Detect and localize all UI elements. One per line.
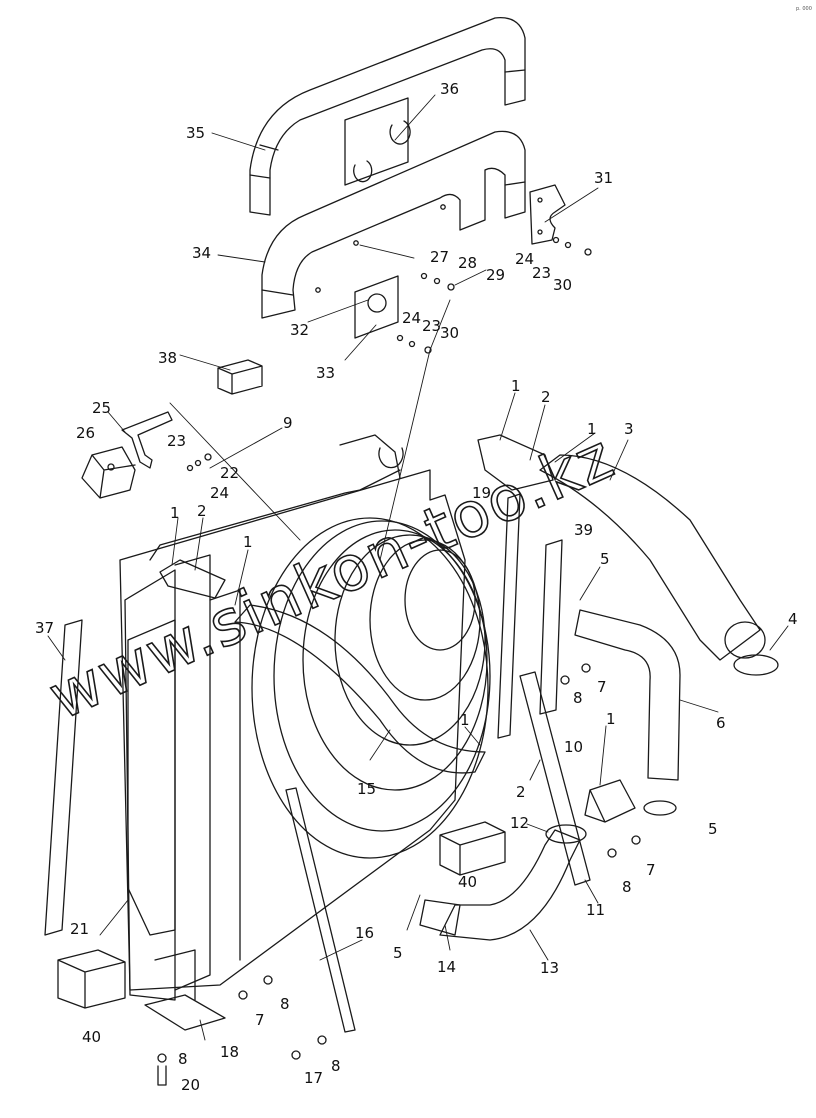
callout-10: 10 bbox=[564, 738, 583, 756]
callout-24-mid: 24 bbox=[402, 309, 421, 327]
callout-8-b: 8 bbox=[622, 878, 632, 896]
fan-shroud bbox=[251, 517, 491, 859]
callout-24-left: 24 bbox=[210, 484, 229, 502]
callout-23-top: 23 bbox=[532, 264, 551, 282]
callout-14: 14 bbox=[437, 958, 456, 976]
part-34-shroud-top bbox=[261, 130, 526, 319]
callout-6: 6 bbox=[716, 714, 726, 732]
callout-26: 26 bbox=[76, 424, 95, 442]
callout-17: 17 bbox=[304, 1069, 323, 1087]
callout-34: 34 bbox=[192, 244, 211, 262]
callout-8-c: 8 bbox=[280, 995, 290, 1013]
callout-5-b: 5 bbox=[708, 820, 718, 838]
callout-18: 18 bbox=[220, 1043, 239, 1061]
callout-labels: 35 36 31 34 27 28 29 24 23 30 32 24 23 3… bbox=[35, 80, 798, 1094]
part-40-block-lower bbox=[57, 949, 126, 1009]
callout-11: 11 bbox=[586, 901, 605, 919]
callout-25: 25 bbox=[92, 399, 111, 417]
callout-30-mid: 30 bbox=[440, 324, 459, 342]
part-26-reservoir bbox=[81, 446, 136, 499]
callout-29: 29 bbox=[486, 266, 505, 284]
callout-20: 20 bbox=[181, 1076, 200, 1094]
callout-39: 39 bbox=[574, 521, 593, 539]
corner-tag: p. 000 bbox=[796, 6, 812, 12]
callout-15: 15 bbox=[357, 780, 376, 798]
callout-1-b: 1 bbox=[587, 420, 597, 438]
part-15-hose bbox=[234, 604, 486, 774]
callout-2-b: 2 bbox=[197, 502, 207, 520]
callout-4: 4 bbox=[788, 610, 798, 628]
callout-8-a: 8 bbox=[573, 689, 583, 707]
callout-5-c: 5 bbox=[393, 944, 403, 962]
callout-8-e: 8 bbox=[331, 1057, 341, 1075]
part-13-hose bbox=[439, 824, 587, 941]
callout-35: 35 bbox=[186, 124, 205, 142]
callout-36: 36 bbox=[440, 80, 459, 98]
callout-21: 21 bbox=[70, 920, 89, 938]
callout-7-c: 7 bbox=[255, 1011, 265, 1029]
part-35-arch-frame bbox=[249, 17, 526, 216]
callout-40-a: 40 bbox=[458, 873, 477, 891]
part-10-hose bbox=[584, 779, 636, 823]
callout-38: 38 bbox=[158, 349, 177, 367]
part-18-foot bbox=[144, 949, 226, 1031]
callout-23-left: 23 bbox=[167, 432, 186, 450]
callout-2-c: 2 bbox=[516, 783, 526, 801]
callout-31: 31 bbox=[594, 169, 613, 187]
callout-1-a: 1 bbox=[511, 377, 521, 395]
part-33-mount-plate bbox=[354, 275, 399, 339]
callout-16: 16 bbox=[355, 924, 374, 942]
part-6-hose bbox=[574, 609, 681, 816]
callout-40-b: 40 bbox=[82, 1028, 101, 1046]
callout-1-c: 1 bbox=[170, 504, 180, 522]
callout-19: 19 bbox=[472, 484, 491, 502]
callout-9: 9 bbox=[283, 414, 293, 432]
callout-1-f: 1 bbox=[606, 710, 616, 728]
fasteners-top bbox=[396, 236, 592, 354]
part-21-side-panel bbox=[127, 619, 176, 936]
callout-1-d: 1 bbox=[243, 533, 253, 551]
callout-3: 3 bbox=[624, 420, 634, 438]
callout-37: 37 bbox=[35, 619, 54, 637]
callout-1-e: 1 bbox=[460, 711, 470, 729]
callout-28: 28 bbox=[458, 254, 477, 272]
leader-lines bbox=[47, 94, 789, 1041]
callout-32: 32 bbox=[290, 321, 309, 339]
part-38-block bbox=[217, 359, 263, 395]
callout-8-d: 8 bbox=[178, 1050, 188, 1068]
callout-13: 13 bbox=[540, 959, 559, 977]
callout-12: 12 bbox=[510, 814, 529, 832]
callout-7-b: 7 bbox=[646, 861, 656, 879]
callout-5-a: 5 bbox=[600, 550, 610, 568]
callout-22: 22 bbox=[220, 464, 239, 482]
callout-27: 27 bbox=[430, 248, 449, 266]
part-36-plate bbox=[344, 97, 411, 186]
callout-24-top: 24 bbox=[515, 250, 534, 268]
callout-2-a: 2 bbox=[541, 388, 551, 406]
upper-hoses bbox=[159, 434, 554, 599]
callout-23-mid: 23 bbox=[422, 317, 441, 335]
part-25-bracket bbox=[121, 411, 212, 472]
struts bbox=[44, 493, 591, 1033]
callout-30-top: 30 bbox=[553, 276, 572, 294]
part-4-ring bbox=[733, 654, 779, 676]
part-31-bracket bbox=[529, 184, 566, 245]
fasteners-bottom bbox=[157, 663, 641, 1086]
part-3-hose bbox=[539, 454, 766, 661]
part-14-hose bbox=[419, 899, 461, 936]
part-40-block-upper bbox=[439, 821, 506, 876]
callout-33: 33 bbox=[316, 364, 335, 382]
callout-7-a: 7 bbox=[597, 678, 607, 696]
